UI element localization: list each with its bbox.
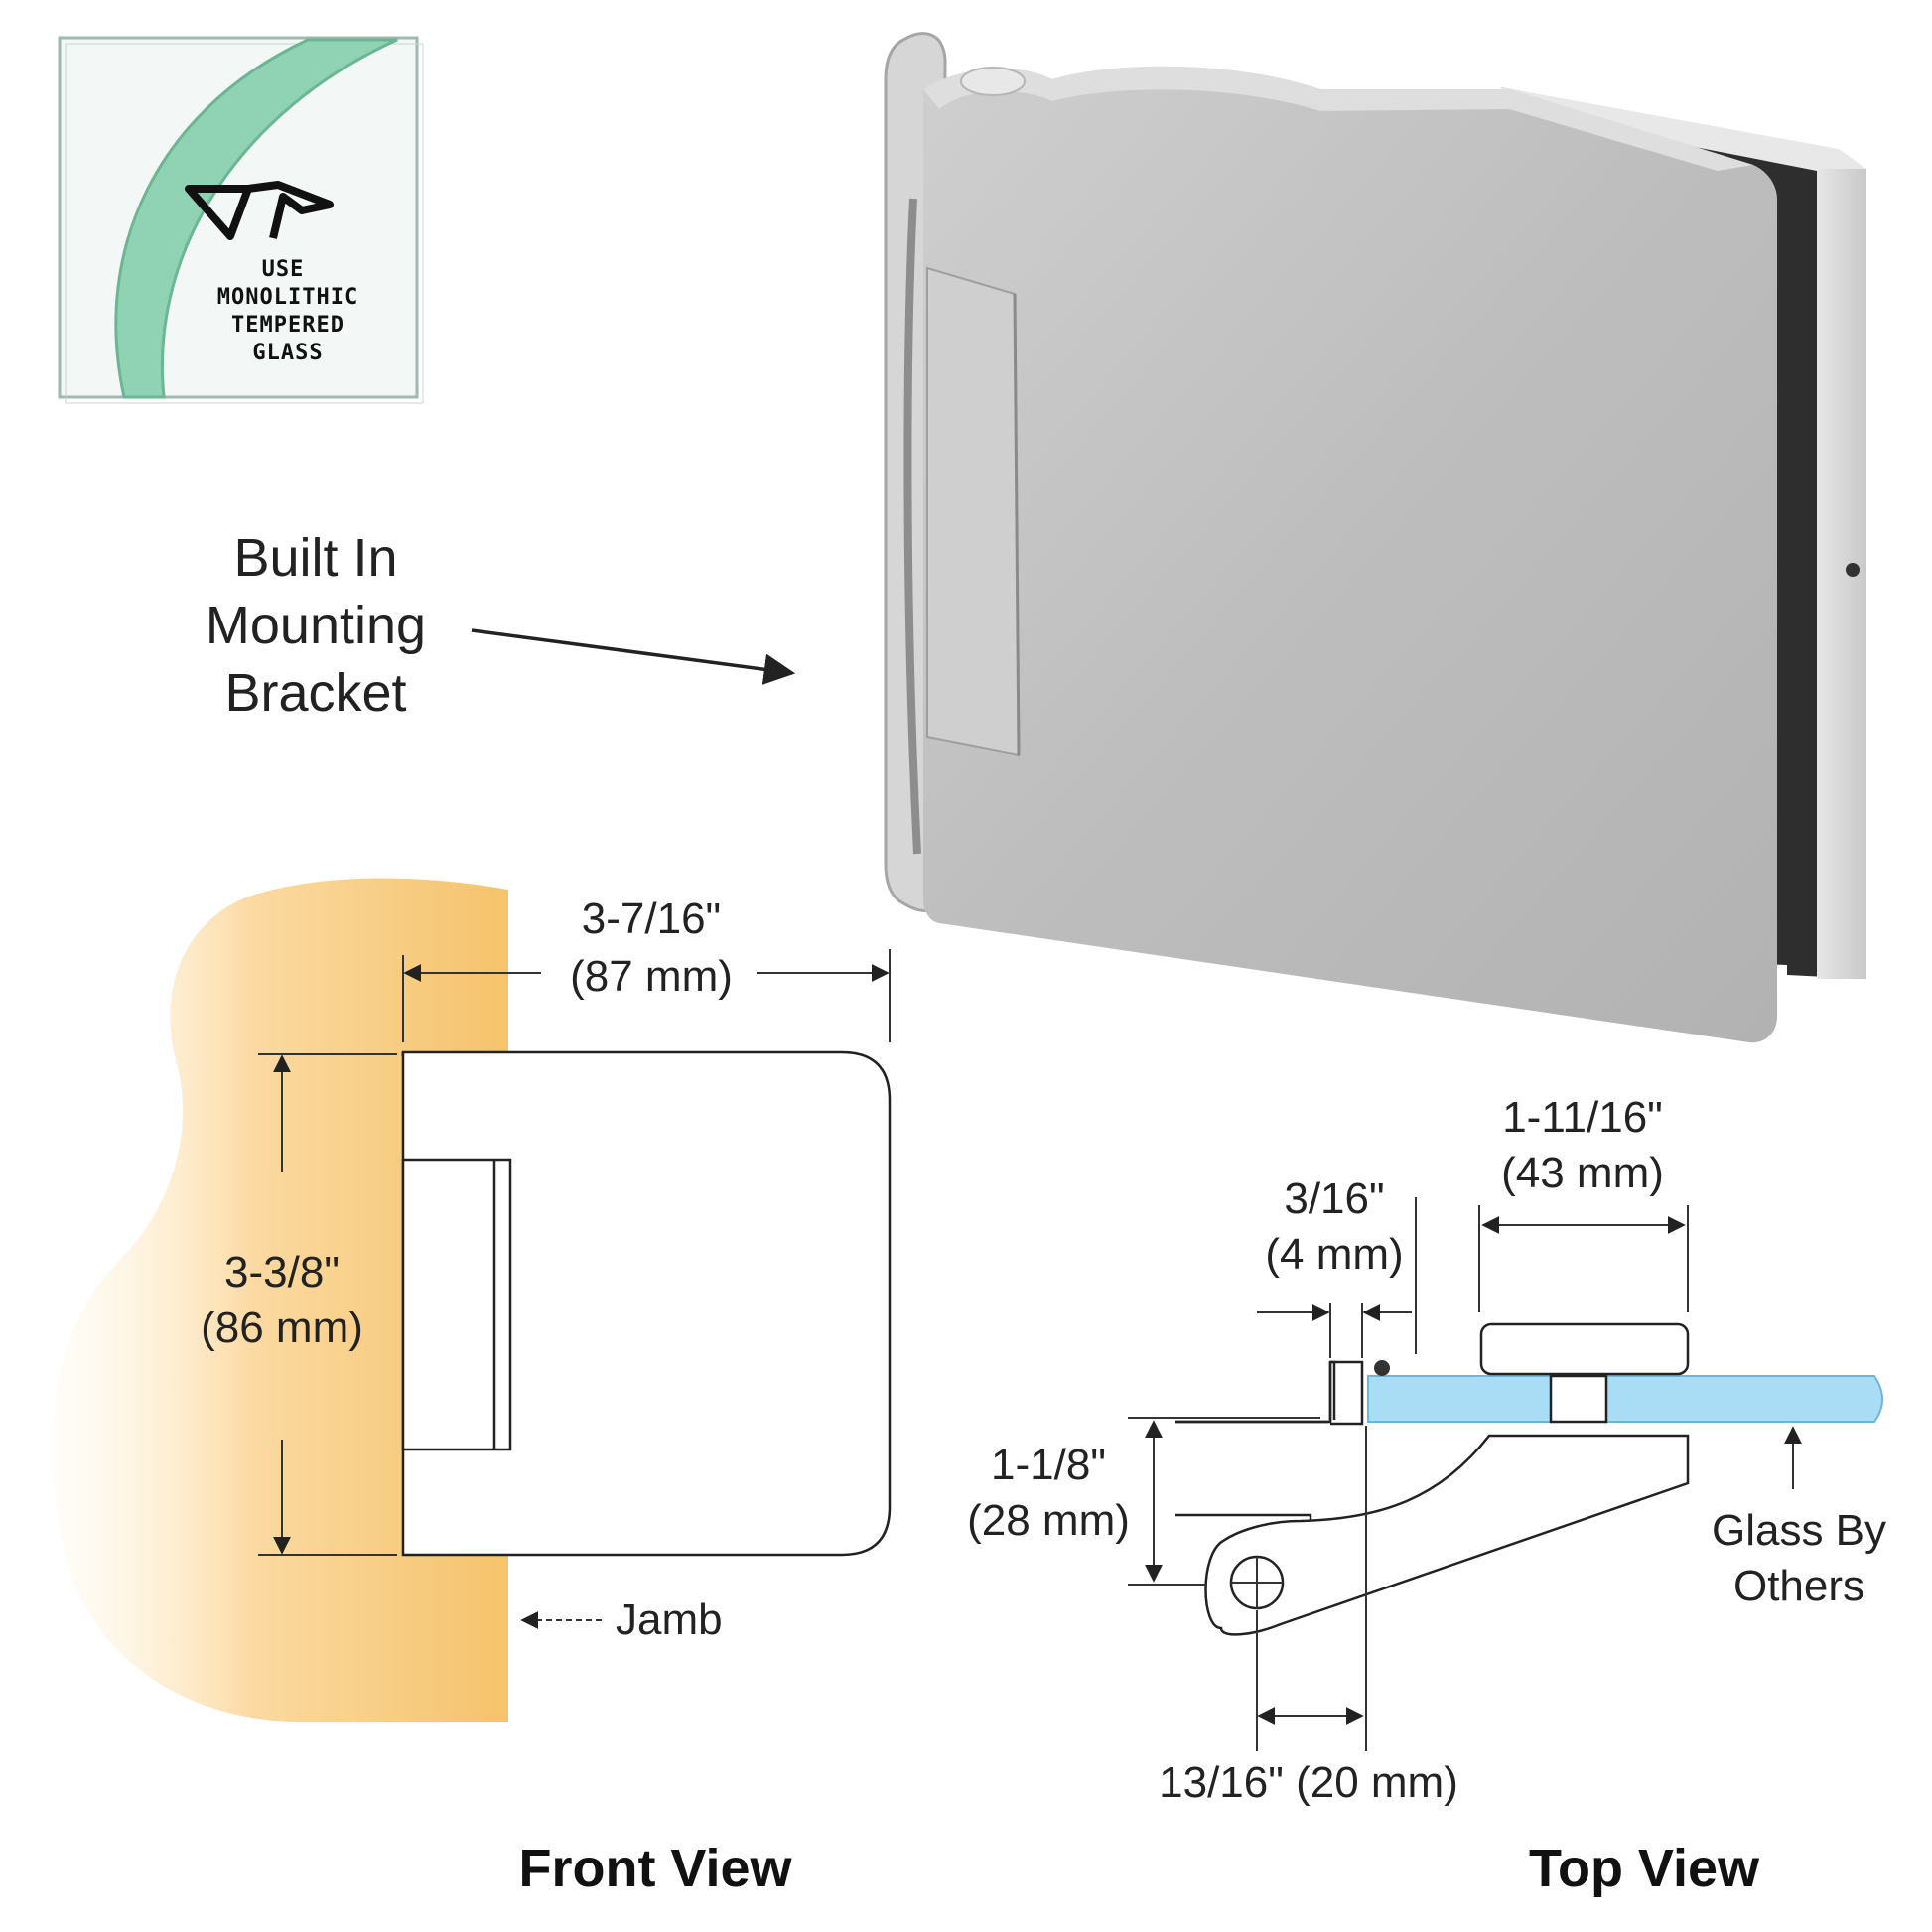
top-clamp-mm: (43 mm) bbox=[1501, 1149, 1664, 1197]
top-offset-in: 3/16" bbox=[1284, 1174, 1384, 1223]
glass-pane bbox=[1367, 1375, 1883, 1423]
front-view-drawing: 3-7/16" (87 mm) 3-3/8" (86 mm) Jamb Fron… bbox=[51, 878, 892, 1898]
jamb-label: Jamb bbox=[616, 1595, 723, 1644]
mounting-bracket-callout: Built In Mounting Bracket bbox=[206, 528, 796, 723]
callout-line-3: Bracket bbox=[224, 663, 406, 723]
glass-label-1: Glass By bbox=[1712, 1506, 1886, 1555]
front-height-mm: (86 mm) bbox=[201, 1304, 363, 1352]
top-offset-mm: (4 mm) bbox=[1265, 1230, 1403, 1279]
callout-line-2: Mounting bbox=[206, 596, 426, 655]
front-width-in: 3-7/16" bbox=[582, 895, 721, 943]
badge-line-1: USE bbox=[262, 257, 305, 282]
top-pivot-label: 13/16" (20 mm) bbox=[1159, 1758, 1458, 1807]
front-width-mm: (87 mm) bbox=[570, 952, 733, 1001]
callout-arrow bbox=[471, 628, 796, 685]
badge-line-4: GLASS bbox=[252, 341, 323, 365]
badge-line-2: MONOLITHIC bbox=[217, 285, 358, 310]
top-clamp-in: 1-11/16" bbox=[1502, 1093, 1663, 1142]
front-height-in: 3-3/8" bbox=[224, 1248, 340, 1297]
glass-arc-icon bbox=[114, 38, 398, 399]
badge-line-3: TEMPERED bbox=[231, 313, 345, 338]
front-view-title: Front View bbox=[518, 1839, 792, 1898]
glass-logo-icon bbox=[185, 181, 334, 240]
top-depth-mm: (28 mm) bbox=[967, 1496, 1130, 1545]
top-depth-in: 1-1/8" bbox=[991, 1441, 1106, 1489]
callout-line-1: Built In bbox=[233, 528, 397, 588]
jamb-surface bbox=[51, 878, 508, 1722]
tempered-glass-badge: USE MONOLITHIC TEMPERED GLASS bbox=[58, 36, 424, 404]
top-view-title: Top View bbox=[1529, 1839, 1760, 1898]
top-view-drawing: 3/16" (4 mm) 1-11/16" (43 mm) 1-1/8" (28… bbox=[967, 1093, 1886, 1898]
hinge-product-image bbox=[884, 32, 1866, 1043]
glass-label-2: Others bbox=[1733, 1562, 1864, 1610]
